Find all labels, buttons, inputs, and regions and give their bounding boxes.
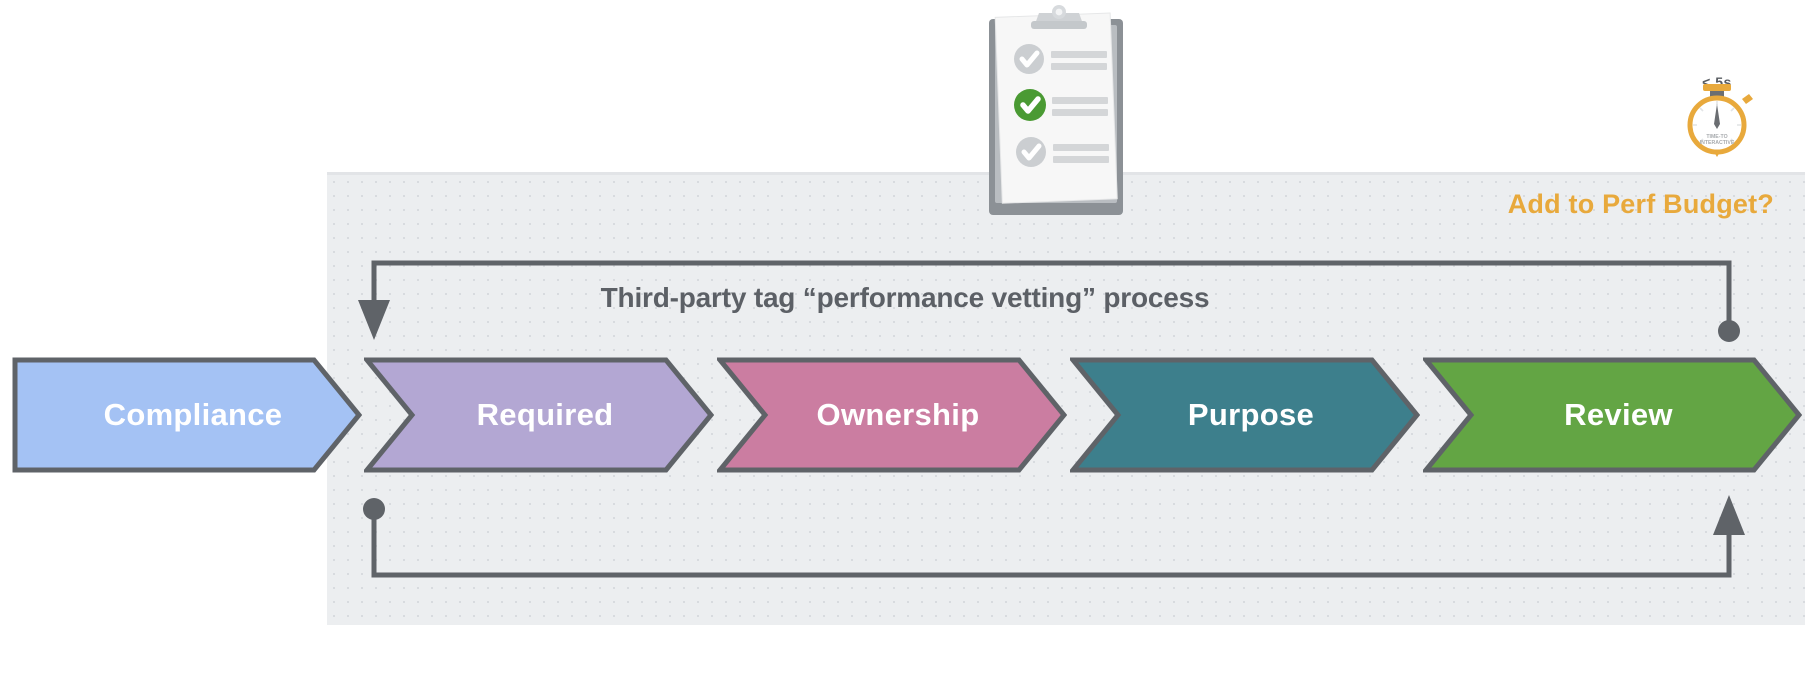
stopwatch-crown <box>1703 84 1731 91</box>
stopwatch-ticks <box>1693 101 1741 143</box>
process-stage-row: Compliance Required Ownership Purpose Re… <box>12 357 1802 473</box>
clipboard-clip <box>1031 5 1087 29</box>
stage-chevron-compliance[interactable]: Compliance <box>12 357 362 473</box>
stopwatch-hand <box>1714 104 1720 129</box>
stage-shape-required <box>364 357 714 473</box>
stopwatch-side-button <box>1742 94 1753 104</box>
check-icon <box>1019 50 1040 68</box>
stage-chevron-required[interactable]: Required <box>364 357 714 473</box>
clipboard-paper <box>994 12 1118 204</box>
clipboard-item <box>1014 89 1108 121</box>
checklist-clipboard-icon <box>989 5 1123 215</box>
stage-label-review: Review <box>1564 397 1673 432</box>
stage-label-purpose: Purpose <box>1187 397 1315 432</box>
stage-label-compliance: Compliance <box>103 397 283 432</box>
stage-chevron-ownership[interactable]: Ownership <box>717 357 1067 473</box>
stage-shape-ownership <box>717 357 1067 473</box>
stopwatch-icon: TIME-TO INTERACTIVE <box>1687 84 1753 157</box>
process-title: Third-party tag “performance vetting” pr… <box>600 282 1210 313</box>
check-icon <box>1021 143 1042 161</box>
stage-shape-review <box>1423 357 1802 473</box>
check-icon <box>1020 96 1041 114</box>
stopwatch-face-line-1: TIME-TO <box>1706 134 1727 140</box>
stage-label-ownership: Ownership <box>816 397 980 432</box>
perf-budget-heading: Add to Perf Budget? <box>1507 189 1774 219</box>
clipboard-item <box>1016 137 1109 167</box>
stage-shape-purpose <box>1070 357 1420 473</box>
stopwatch-stem <box>1710 88 1724 99</box>
stopwatch-foot <box>1714 152 1720 157</box>
stage-shape-compliance <box>12 357 362 473</box>
stage-chevron-purpose[interactable]: Purpose <box>1070 357 1420 473</box>
stopwatch-face-line-2: INTERACTIVE <box>1700 140 1735 146</box>
stage-chevron-review[interactable]: Review <box>1423 357 1802 473</box>
clipboard-item <box>1014 44 1107 74</box>
stage-label-required: Required <box>476 397 614 432</box>
